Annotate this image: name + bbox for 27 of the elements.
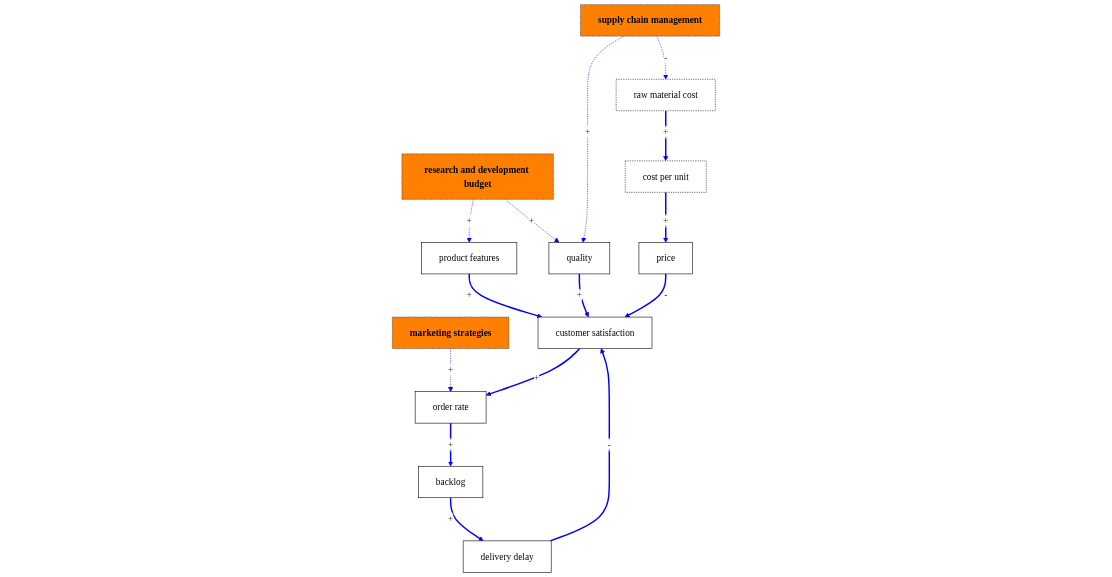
node-box: delivery delay: [462, 540, 552, 573]
node-box: backlog: [418, 465, 484, 499]
node-box: product features: [421, 242, 518, 275]
edge-label: -: [664, 290, 668, 301]
edge-label: +: [576, 290, 582, 301]
node-box: customer satisfaction: [537, 316, 653, 349]
edge-label: -: [607, 439, 611, 450]
node-box: marketing strategies: [392, 316, 510, 349]
edge-label: +: [663, 127, 669, 137]
edge-label: +: [466, 290, 472, 301]
node-box: order rate: [414, 391, 487, 424]
edge-label: +: [466, 215, 472, 226]
edge-label: +: [447, 514, 454, 524]
node-box: price: [638, 242, 693, 275]
edge-label: +: [447, 364, 454, 375]
edge-label: +: [534, 372, 540, 383]
node-box: raw material cost: [615, 78, 716, 112]
edge-label: +: [584, 127, 591, 137]
node-box: research and development budget: [401, 153, 554, 200]
edge-label: +: [447, 439, 454, 450]
arrow: [485, 347, 581, 397]
node-box: supply chain management: [580, 4, 720, 37]
node-box: quality: [548, 242, 611, 275]
edge-label: +: [528, 215, 534, 226]
node-box: cost per unit: [624, 160, 707, 193]
edge-label: +: [663, 215, 669, 226]
edge-label: -: [664, 52, 668, 63]
